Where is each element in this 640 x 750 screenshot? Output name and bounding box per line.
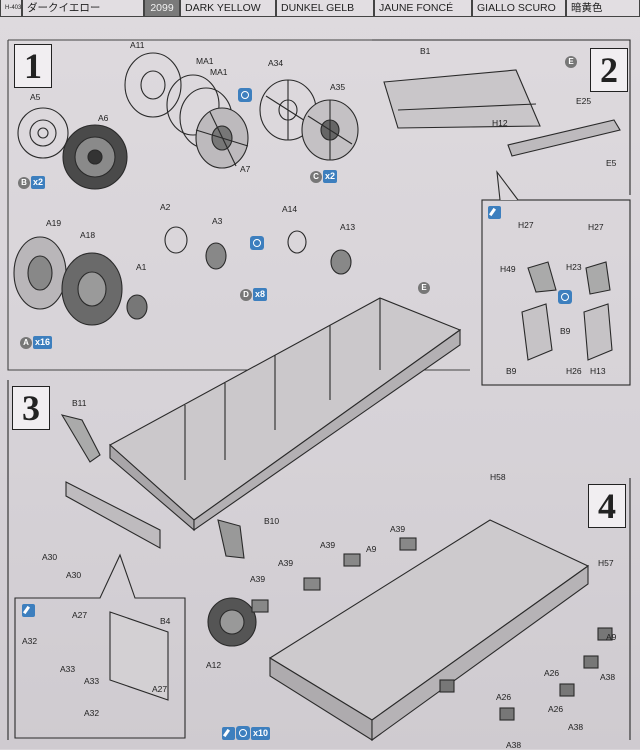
bottom-quantity: x10 <box>222 726 271 740</box>
label-b9: B9 <box>560 326 571 336</box>
quantity-d: D x8 <box>240 288 268 301</box>
label-h27-2: H27 <box>588 222 604 232</box>
label-a14: A14 <box>282 204 298 214</box>
label-a9-2: A9 <box>606 632 617 642</box>
label-a33: A33 <box>60 664 76 674</box>
label-a26-3: A26 <box>548 704 564 714</box>
label-a32: A32 <box>22 636 38 646</box>
sprue-c-icon: C <box>310 170 322 183</box>
label-a1: A1 <box>136 262 147 272</box>
label-b11: B11 <box>72 398 87 408</box>
quantity-c: C x2 <box>310 170 338 183</box>
label-ma1-2: MA1 <box>210 67 228 77</box>
label-a11: A11 <box>130 40 145 50</box>
quantity-d-mult: x8 <box>253 288 268 301</box>
label-a5: A5 <box>30 92 41 102</box>
step-number-1: 1 <box>14 44 52 88</box>
label-a18: A18 <box>80 230 96 240</box>
paint-chinese: 暗黄色 <box>566 0 640 17</box>
label-e25: E25 <box>576 96 592 106</box>
label-a13: A13 <box>340 222 356 232</box>
label-b4: B4 <box>160 616 171 626</box>
label-b1: B1 <box>420 46 431 56</box>
glue-icon <box>222 726 235 740</box>
label-a32-2: A32 <box>84 708 100 718</box>
label-h57: H57 <box>598 558 614 568</box>
label-a38-2: A38 <box>568 722 584 732</box>
label-a26-2: A26 <box>496 692 512 702</box>
cement-icon <box>558 290 572 304</box>
step-number-4: 4 <box>588 484 626 528</box>
quantity-a-mult: x16 <box>33 336 53 349</box>
label-a39-2: A39 <box>320 540 336 550</box>
cement-icon <box>238 88 252 102</box>
label-b9-2: B9 <box>506 366 517 376</box>
label-a7: A7 <box>240 164 251 174</box>
paint-ref: H-403 <box>0 0 22 17</box>
label-h27: H27 <box>518 220 534 230</box>
label-ma1: MA1 <box>196 56 214 66</box>
paint-code: 2099 <box>144 0 180 17</box>
label-h12: H12 <box>492 118 508 128</box>
paint-english: DARK YELLOW <box>180 0 276 17</box>
label-a30: A30 <box>42 552 58 562</box>
step-number-2: 2 <box>590 48 628 92</box>
label-a3: A3 <box>212 216 223 226</box>
label-a27-2: A27 <box>152 684 168 694</box>
label-a12: A12 <box>206 660 222 670</box>
label-a39-4: A39 <box>250 574 266 584</box>
sprue-d-icon: D <box>240 288 252 301</box>
step-number-3: 3 <box>12 386 50 430</box>
label-a39-3: A39 <box>278 558 294 568</box>
glue-icon <box>22 604 35 617</box>
label-e5: E5 <box>606 158 617 168</box>
sprue-e-icon: E <box>565 56 577 68</box>
label-a38-3: A38 <box>506 740 522 750</box>
paint-italian: GIALLO SCURO <box>472 0 566 17</box>
label-b10: B10 <box>264 516 280 526</box>
label-h26: H26 <box>566 366 582 376</box>
sprue-e-marker: E <box>565 56 577 68</box>
label-h13: H13 <box>590 366 606 376</box>
paint-german: DUNKEL GELB <box>276 0 374 17</box>
label-a38: A38 <box>600 672 616 682</box>
label-a35: A35 <box>330 82 346 92</box>
sprue-e-icon: E <box>418 282 430 294</box>
label-a9: A9 <box>366 544 377 554</box>
label-a30-2: A30 <box>66 570 82 580</box>
quantity-b: B x2 <box>18 176 46 189</box>
label-h58: H58 <box>490 472 506 482</box>
cement-icon <box>236 726 250 740</box>
cement-icon <box>250 236 264 250</box>
sprue-b-icon: B <box>18 176 30 189</box>
label-a33-2: A33 <box>84 676 100 686</box>
glue-icon <box>488 206 501 219</box>
label-h49: H49 <box>500 264 516 274</box>
paint-reference-row: H-403 ダークイエロー 2099 DARK YELLOW DUNKEL GE… <box>0 0 640 18</box>
label-a19: A19 <box>46 218 62 228</box>
label-a26: A26 <box>544 668 560 678</box>
label-a2: A2 <box>160 202 171 212</box>
label-h23: H23 <box>566 262 582 272</box>
hull-e-marker: E <box>418 282 430 294</box>
label-a34: A34 <box>268 58 284 68</box>
label-a39: A39 <box>390 524 406 534</box>
bottom-quantity-mult: x10 <box>251 726 271 740</box>
paint-french: JAUNE FONCÉ <box>374 0 472 17</box>
paint-japanese: ダークイエロー <box>22 0 144 17</box>
sprue-a-icon: A <box>20 336 32 349</box>
quantity-a: A x16 <box>20 336 53 349</box>
quantity-c-mult: x2 <box>323 170 338 183</box>
quantity-b-mult: x2 <box>31 176 46 189</box>
label-a6: A6 <box>98 113 109 123</box>
label-a27: A27 <box>72 610 88 620</box>
